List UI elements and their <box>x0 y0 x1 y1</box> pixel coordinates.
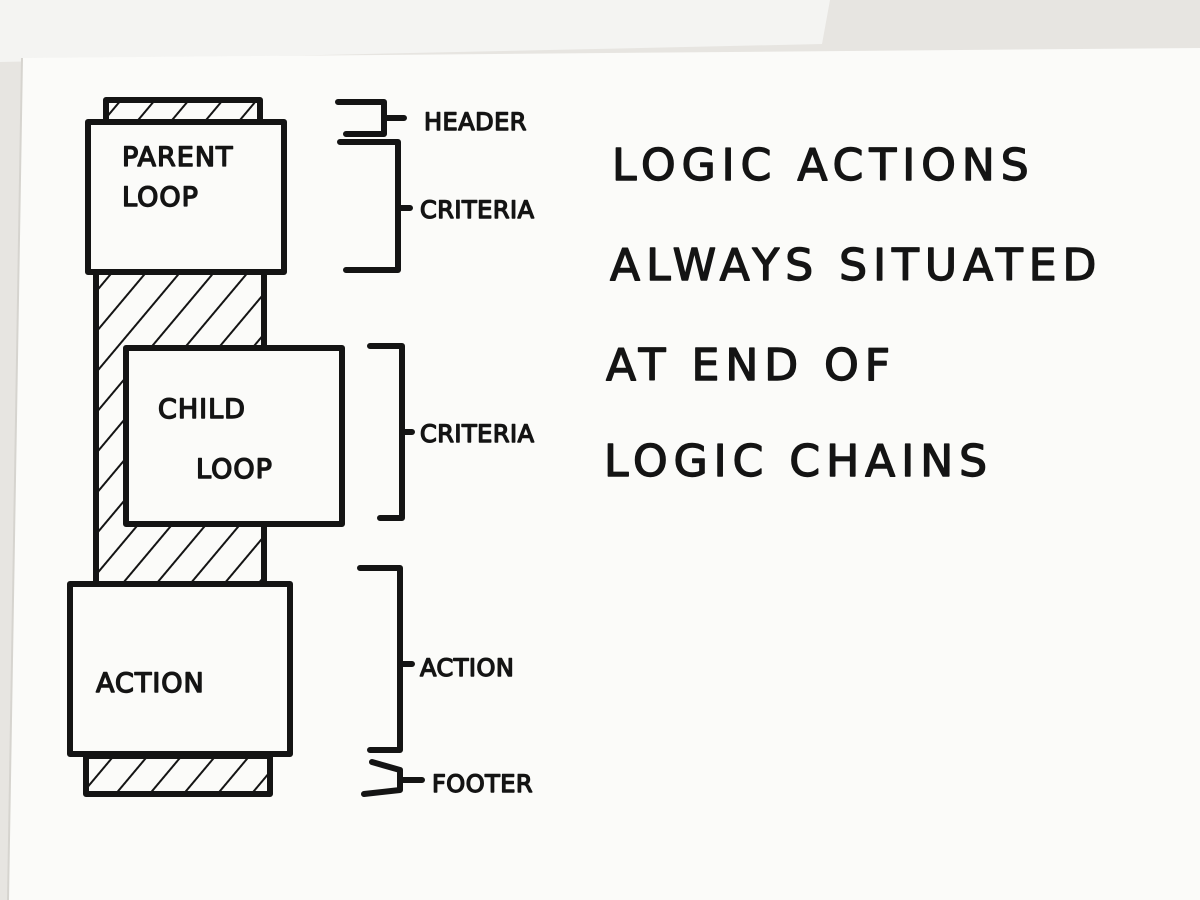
note-line-4: LOGIC CHAINS <box>604 436 993 487</box>
note-line-1: LOGIC ACTIONS <box>612 140 1035 191</box>
note-line-3: AT END OF <box>606 340 896 391</box>
action-block-label: ACTION <box>96 668 205 699</box>
footer-strip <box>83 753 273 797</box>
parent-loop-label-line2: LOOP <box>122 182 199 213</box>
parent-loop-label-line1: PARENT <box>122 142 234 173</box>
action-label: ACTION <box>420 654 514 682</box>
parent-criteria-bracket <box>337 139 413 273</box>
note-line-2: ALWAYS SITUATED <box>610 240 1102 291</box>
parent-criteria-label: CRITERIA <box>420 196 535 224</box>
header-label: HEADER <box>424 108 527 136</box>
child-loop-label-line2: LOOP <box>196 454 273 485</box>
child-loop-block <box>123 345 345 527</box>
header-bracket <box>335 99 407 137</box>
action-bracket <box>357 565 415 753</box>
paper-sheet <box>8 48 1200 900</box>
parent-loop-block <box>85 119 287 275</box>
footer-bracket <box>361 759 425 797</box>
back-sheet <box>0 0 830 62</box>
child-criteria-label: CRITERIA <box>420 420 535 448</box>
footer-label: FOOTER <box>432 770 533 798</box>
child-loop-label-line1: CHILD <box>158 394 246 425</box>
child-criteria-bracket <box>367 343 415 521</box>
